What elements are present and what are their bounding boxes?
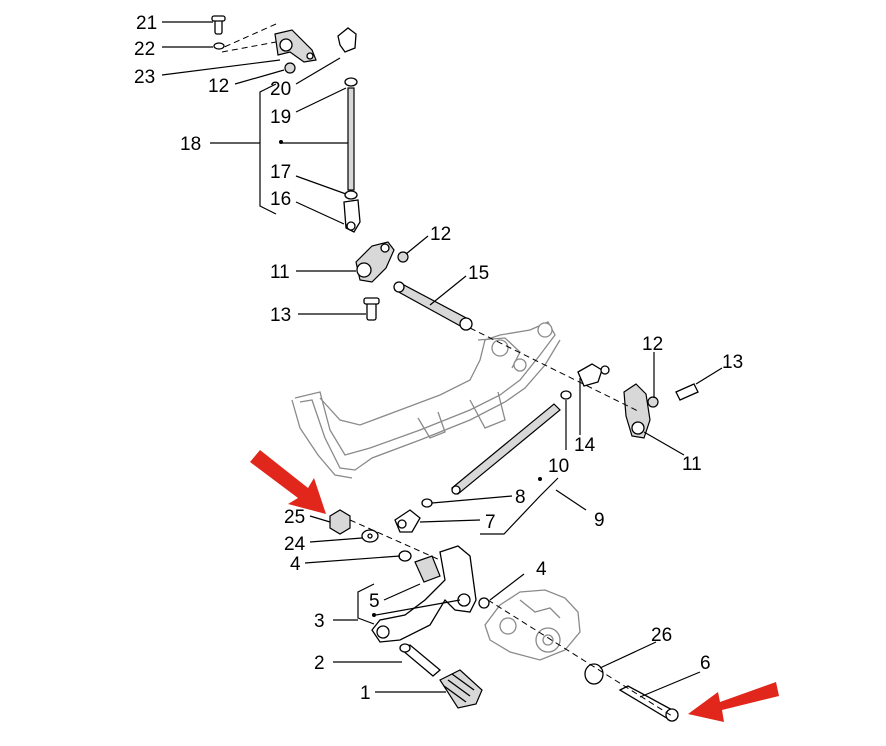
callout-20: 20 (270, 79, 291, 100)
callout-17: 17 (270, 162, 291, 183)
highlight-arrow-bolt-6 (688, 682, 779, 722)
callout-3: 3 (314, 611, 325, 632)
shift-rod (394, 403, 561, 533)
pedal-lever (371, 545, 490, 643)
nut-washers (329, 509, 441, 562)
right-linkage (469, 327, 699, 439)
top-linkage (211, 15, 361, 233)
callout-12-right: 12 (642, 334, 663, 355)
callout-5: 5 (369, 591, 380, 612)
callout-4-right: 4 (536, 559, 547, 580)
callout-12-mid: 12 (430, 224, 451, 245)
bolt-13-upper (363, 297, 380, 321)
callout-12-top: 12 (208, 76, 229, 97)
pin-rubber-bolt (399, 599, 679, 722)
callout-11-upper: 11 (270, 262, 290, 283)
callout-23: 23 (134, 67, 155, 88)
highlight-arrow-nut-25 (250, 450, 326, 514)
callout-21: 21 (136, 13, 157, 34)
callout-6: 6 (700, 653, 711, 674)
callout-10: 10 (548, 456, 569, 477)
callout-19: 19 (270, 107, 291, 128)
callout-22: 22 (134, 39, 155, 60)
callout-13-left: 13 (270, 305, 291, 326)
callout-25: 25 (284, 507, 305, 528)
callout-26: 26 (651, 625, 672, 646)
callout-15: 15 (468, 263, 489, 284)
callout-13-right: 13 (722, 352, 743, 373)
callout-16: 16 (270, 189, 291, 210)
callout-9: 9 (594, 510, 605, 531)
shaft-15 (393, 281, 473, 331)
callout-8: 8 (515, 487, 526, 508)
callout-14: 14 (574, 435, 596, 456)
callout-1: 1 (360, 683, 371, 704)
leader-lines (161, 21, 723, 698)
callout-labels: 21 22 23 12 20 19 18 17 16 12 11 15 13 1… (134, 13, 743, 704)
callout-18: 18 (180, 134, 201, 155)
frame-silhouette (291, 321, 561, 479)
shift-lever-upper (355, 241, 409, 283)
callout-11-right: 11 (682, 454, 702, 475)
callout-24: 24 (284, 534, 306, 555)
group-brackets (259, 83, 559, 625)
callout-4-left: 4 (290, 554, 301, 575)
callout-2: 2 (314, 653, 325, 674)
callout-7: 7 (485, 512, 496, 533)
